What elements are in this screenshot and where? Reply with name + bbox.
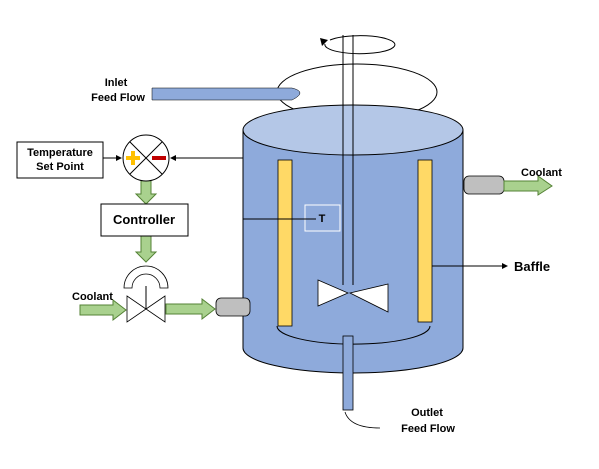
baffle-label: Baffle xyxy=(514,259,550,274)
summing-junction-icon xyxy=(122,134,170,182)
temperature-sensor: T xyxy=(304,204,341,232)
controller-output-arrow xyxy=(134,235,158,263)
inlet-pipe xyxy=(151,87,301,101)
coolant-right-label: Coolant xyxy=(521,167,562,179)
agitator-shaft xyxy=(342,35,354,285)
temperature-sensor-label: T xyxy=(319,213,326,225)
minus-sign-icon xyxy=(152,156,166,160)
baffle-left xyxy=(277,159,293,327)
control-valve-icon xyxy=(123,265,169,323)
outlet-label-line1: Outlet xyxy=(411,407,443,419)
plus-sign-icon xyxy=(126,151,140,165)
rotation-arrow-icon xyxy=(320,35,396,55)
feedback-signal-line xyxy=(170,155,316,220)
coolant-outlet-connector xyxy=(463,175,553,196)
outlet-pipe xyxy=(342,335,381,429)
setpoint-label-line2: Set Point xyxy=(36,161,84,173)
setpoint-block: Temperature Set Point xyxy=(16,141,122,179)
error-signal-arrow xyxy=(134,179,158,205)
controller-block: Controller xyxy=(100,203,189,237)
impeller-icon xyxy=(317,279,389,313)
setpoint-label-line1: Temperature xyxy=(27,147,93,159)
outlet-label-line2: Feed Flow xyxy=(401,423,455,435)
inlet-label-line2: Feed Flow xyxy=(91,92,145,104)
baffle-right xyxy=(417,159,433,323)
coolant-inlet-connector xyxy=(79,297,251,322)
inlet-label-line1: Inlet xyxy=(105,77,128,89)
coolant-left-label: Coolant xyxy=(72,291,113,303)
controller-label: Controller xyxy=(113,212,175,227)
